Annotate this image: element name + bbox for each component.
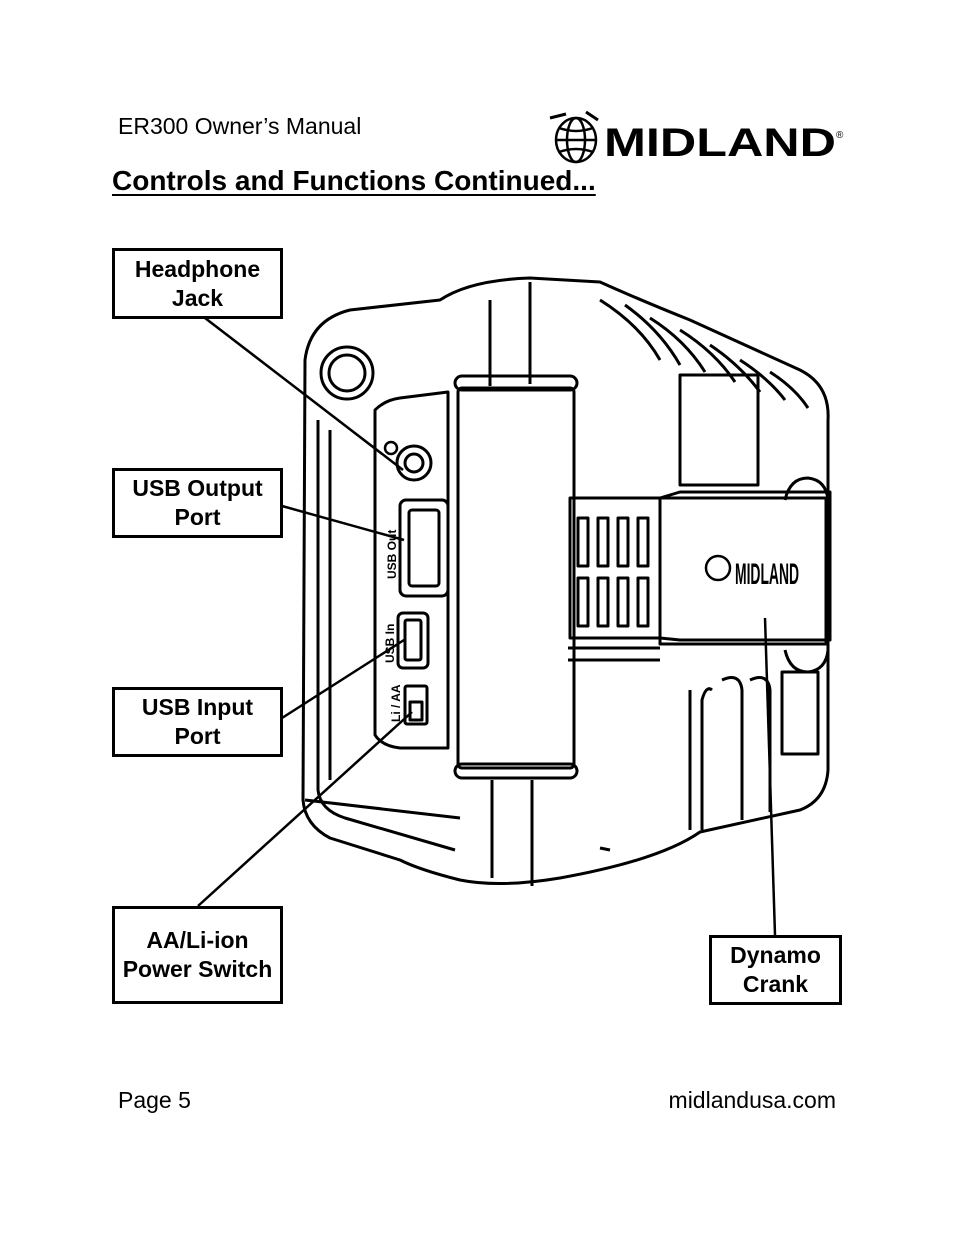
- callout-line: Headphone: [134, 255, 261, 282]
- usb-output-leader: [281, 504, 405, 542]
- manual-title: ER300 Owner’s Manual: [118, 113, 362, 139]
- handle-brand: MIDLAND: [735, 558, 799, 591]
- power-switch-leader: [197, 711, 413, 907]
- headphone-jack-leader: [204, 317, 404, 471]
- callout-line: Port: [174, 504, 221, 530]
- callout-line: Crank: [742, 971, 809, 997]
- usb-out-label: USB Out: [385, 530, 399, 579]
- callout-usb-output-port: USB Output Port: [112, 468, 283, 538]
- registered-mark: ®: [836, 130, 844, 141]
- callout-headphone-jack: Headphone Jack: [112, 248, 283, 319]
- page-title: Controls and Functions Continued...: [112, 165, 596, 196]
- callout-line: Jack: [171, 284, 224, 311]
- dynamo-crank-leader: [763, 617, 777, 936]
- callout-line: USB Output: [132, 475, 263, 501]
- usb-input-leader: [281, 638, 405, 720]
- globe-icon: [549, 110, 599, 164]
- callout-line: USB Input: [141, 694, 254, 720]
- website-url: midlandusa.com: [668, 1087, 836, 1113]
- page-number: Page 5: [118, 1087, 191, 1113]
- callout-usb-input-port: USB Input Port: [112, 687, 283, 757]
- li-aa-label: Li / AA: [389, 684, 403, 722]
- callout-line: Dynamo: [730, 942, 821, 968]
- callout-line: AA/Li-ion: [146, 927, 249, 953]
- handle-logo: MIDLAND: [704, 554, 799, 591]
- brand-wordmark: MIDLAND: [604, 121, 836, 165]
- callout-power-switch: AA/Li-ion Power Switch: [112, 906, 283, 1004]
- usb-in-label: USB In: [383, 624, 397, 663]
- callout-line: Port: [174, 723, 221, 749]
- midland-logo: MIDLAND ®: [549, 110, 844, 165]
- callout-dynamo-crank: Dynamo Crank: [709, 935, 842, 1005]
- callout-line: Power Switch: [122, 956, 273, 982]
